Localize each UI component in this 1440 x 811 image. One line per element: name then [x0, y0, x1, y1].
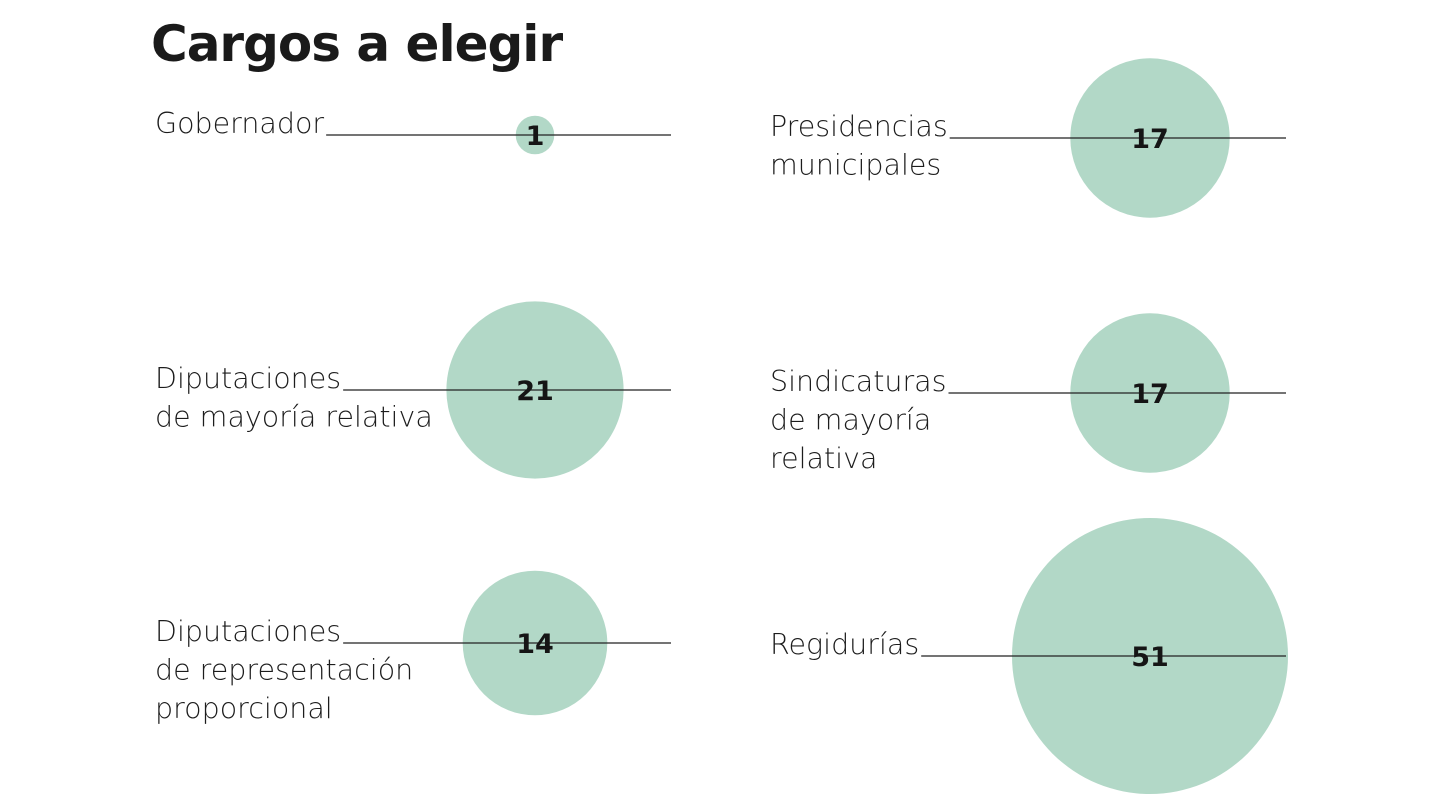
category-label-1: Presidencias municipales [770, 110, 948, 182]
category-label-line: Diputaciones [155, 362, 341, 395]
category-label-line: municipales [770, 149, 941, 182]
value-label-0: 1 [526, 121, 545, 152]
category-label-line: relativa [770, 442, 877, 475]
category-label-5: Regidurías [770, 628, 919, 661]
category-label-line: de mayoría relativa [155, 401, 433, 434]
category-label-4: Diputaciones de representación proporciona… [155, 615, 413, 725]
category-label-line: proporcional [155, 692, 333, 725]
value-label-2: 21 [516, 376, 554, 407]
category-label-3: Sindicaturas de mayoría relativa [770, 365, 946, 475]
value-label-3: 17 [1131, 379, 1169, 410]
category-label-line: Gobernador [155, 107, 324, 140]
category-label-line: de mayoría [770, 404, 931, 437]
value-label-1: 17 [1131, 124, 1169, 155]
category-label-line: Presidencias [770, 110, 948, 143]
category-label-line: Regidurías [770, 628, 919, 661]
category-label-line: Sindicaturas [770, 365, 946, 398]
category-label-0: Gobernador [155, 107, 324, 140]
value-label-5: 51 [1131, 642, 1169, 673]
category-label-line: Diputaciones [155, 615, 341, 648]
category-label-2: Diputaciones de mayoría relativa [155, 362, 433, 434]
chart-title: Cargos a elegir [151, 15, 563, 73]
value-label-4: 14 [516, 629, 554, 660]
category-label-line: de representación [155, 654, 413, 687]
